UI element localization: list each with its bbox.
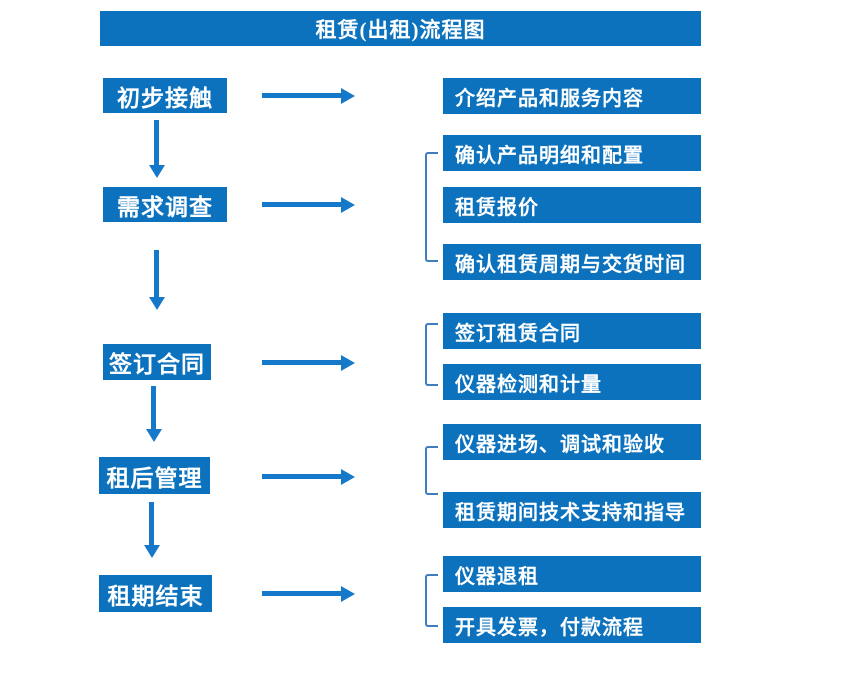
detail-box-introduce-products: 介绍产品和服务内容 bbox=[443, 78, 701, 114]
arrow-down-icon bbox=[154, 250, 159, 297]
detail-box-instrument-return: 仪器退租 bbox=[443, 556, 701, 592]
detail-box-rental-quote: 租赁报价 bbox=[443, 187, 701, 223]
bracket-group-demand-survey bbox=[425, 152, 438, 262]
arrow-right-icon bbox=[262, 202, 341, 207]
step-box-post-rental-management: 租后管理 bbox=[99, 457, 210, 494]
page-title: 租赁(出租)流程图 bbox=[100, 11, 701, 46]
arrow-down-icon bbox=[154, 120, 159, 165]
arrow-down-icon bbox=[151, 386, 156, 429]
detail-box-tech-support: 租赁期间技术支持和指导 bbox=[443, 492, 701, 528]
bracket-group-post-rental bbox=[425, 446, 438, 495]
arrow-right-icon bbox=[262, 591, 341, 596]
detail-box-invoice-payment: 开具发票，付款流程 bbox=[443, 607, 701, 643]
bracket-group-sign-contract bbox=[425, 323, 438, 386]
arrow-right-icon bbox=[262, 474, 341, 479]
arrow-right-icon bbox=[262, 93, 341, 98]
step-box-lease-end: 租期结束 bbox=[99, 575, 212, 612]
detail-box-instrument-setup-acceptance: 仪器进场、调试和验收 bbox=[443, 424, 701, 460]
bracket-group-lease-end bbox=[425, 574, 438, 627]
detail-box-sign-rental-contract: 签订租赁合同 bbox=[443, 313, 701, 349]
arrow-down-icon bbox=[149, 502, 154, 545]
detail-box-instrument-testing: 仪器检测和计量 bbox=[443, 364, 701, 400]
step-box-demand-survey: 需求调查 bbox=[103, 187, 227, 222]
detail-box-confirm-product-details: 确认产品明细和配置 bbox=[443, 135, 701, 171]
arrow-right-icon bbox=[262, 360, 341, 365]
step-box-sign-contract: 签订合同 bbox=[103, 344, 211, 380]
step-box-initial-contact: 初步接触 bbox=[103, 78, 227, 113]
detail-box-confirm-period-delivery: 确认租赁周期与交货时间 bbox=[443, 244, 701, 280]
